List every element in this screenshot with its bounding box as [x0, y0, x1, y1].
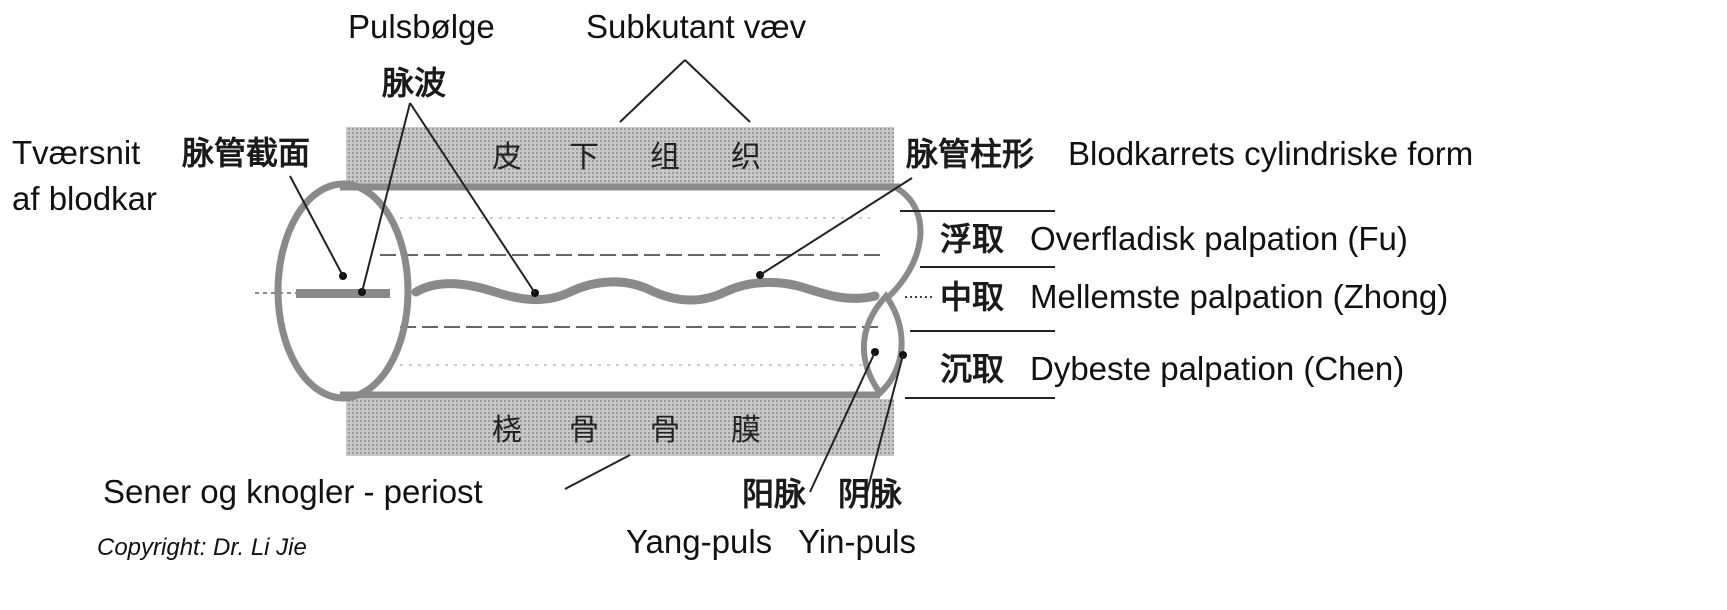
yin-label: Yin-puls [798, 523, 916, 560]
leader-yin [866, 354, 904, 493]
leader-periost [564, 454, 631, 490]
leader-pulse-right [409, 102, 536, 294]
leader-subcutaneous-right [684, 59, 751, 123]
cross-section-ellipse [274, 180, 412, 402]
subcutaneous-label: Subkutant væv [586, 8, 807, 45]
vessel-end-curve [883, 184, 924, 303]
cylinder-cn-label: 脉管柱形 [906, 135, 1034, 173]
pulse-wave-cn-label: 脉波 [382, 64, 446, 102]
leader-subcutaneous-left [619, 59, 686, 123]
leader-yang [809, 351, 876, 493]
band-char-3: 组 [650, 140, 680, 175]
band-char-4: 织 [731, 140, 761, 175]
band-char-1: 皮 [492, 140, 522, 175]
cross-section-label: Tværsnit [12, 134, 140, 171]
fu-cn-label: 浮取 [940, 220, 1004, 258]
periost-char-2: 骨 [569, 413, 599, 448]
cylinder-label: Blodkarrets cylindriske form [1068, 135, 1473, 172]
zhong-label: Mellemste palpation (Zhong) [1030, 278, 1448, 315]
copyright-label: Copyright: Dr. Li Jie [97, 534, 307, 561]
periost-band [346, 399, 894, 456]
cross-section-label-2: af blodkar [12, 180, 157, 217]
pulse-wave-label: Pulsbølge [348, 8, 495, 45]
periost-char-1: 桡 [492, 413, 522, 448]
leader-pulse-left [361, 102, 411, 293]
chen-cn-label: 沉取 [940, 350, 1004, 388]
pulse-wave [411, 277, 880, 305]
leader-cylinder [759, 177, 913, 276]
subcutaneous-band [346, 127, 894, 184]
fu-label: Overfladisk palpation (Fu) [1030, 220, 1408, 257]
yin-yang-bulb [860, 291, 905, 398]
yang-label: Yang-puls [626, 523, 772, 560]
periost-char-4: 膜 [731, 413, 761, 448]
band-char-2: 下 [569, 140, 599, 175]
yang-cn-label: 阳脉 [742, 475, 807, 513]
cross-section-bar [296, 289, 390, 298]
chen-label: Dybeste palpation (Chen) [1030, 350, 1404, 387]
zhong-cn-label: 中取 [940, 278, 1004, 316]
yin-cn-label: 阴脉 [838, 475, 903, 513]
periost-char-3: 骨 [650, 413, 680, 448]
cross-section-cn-label: 脉管截面 [182, 134, 310, 172]
periost-label: Sener og knogler - periost [103, 473, 483, 510]
leader-cross-section [289, 175, 344, 277]
